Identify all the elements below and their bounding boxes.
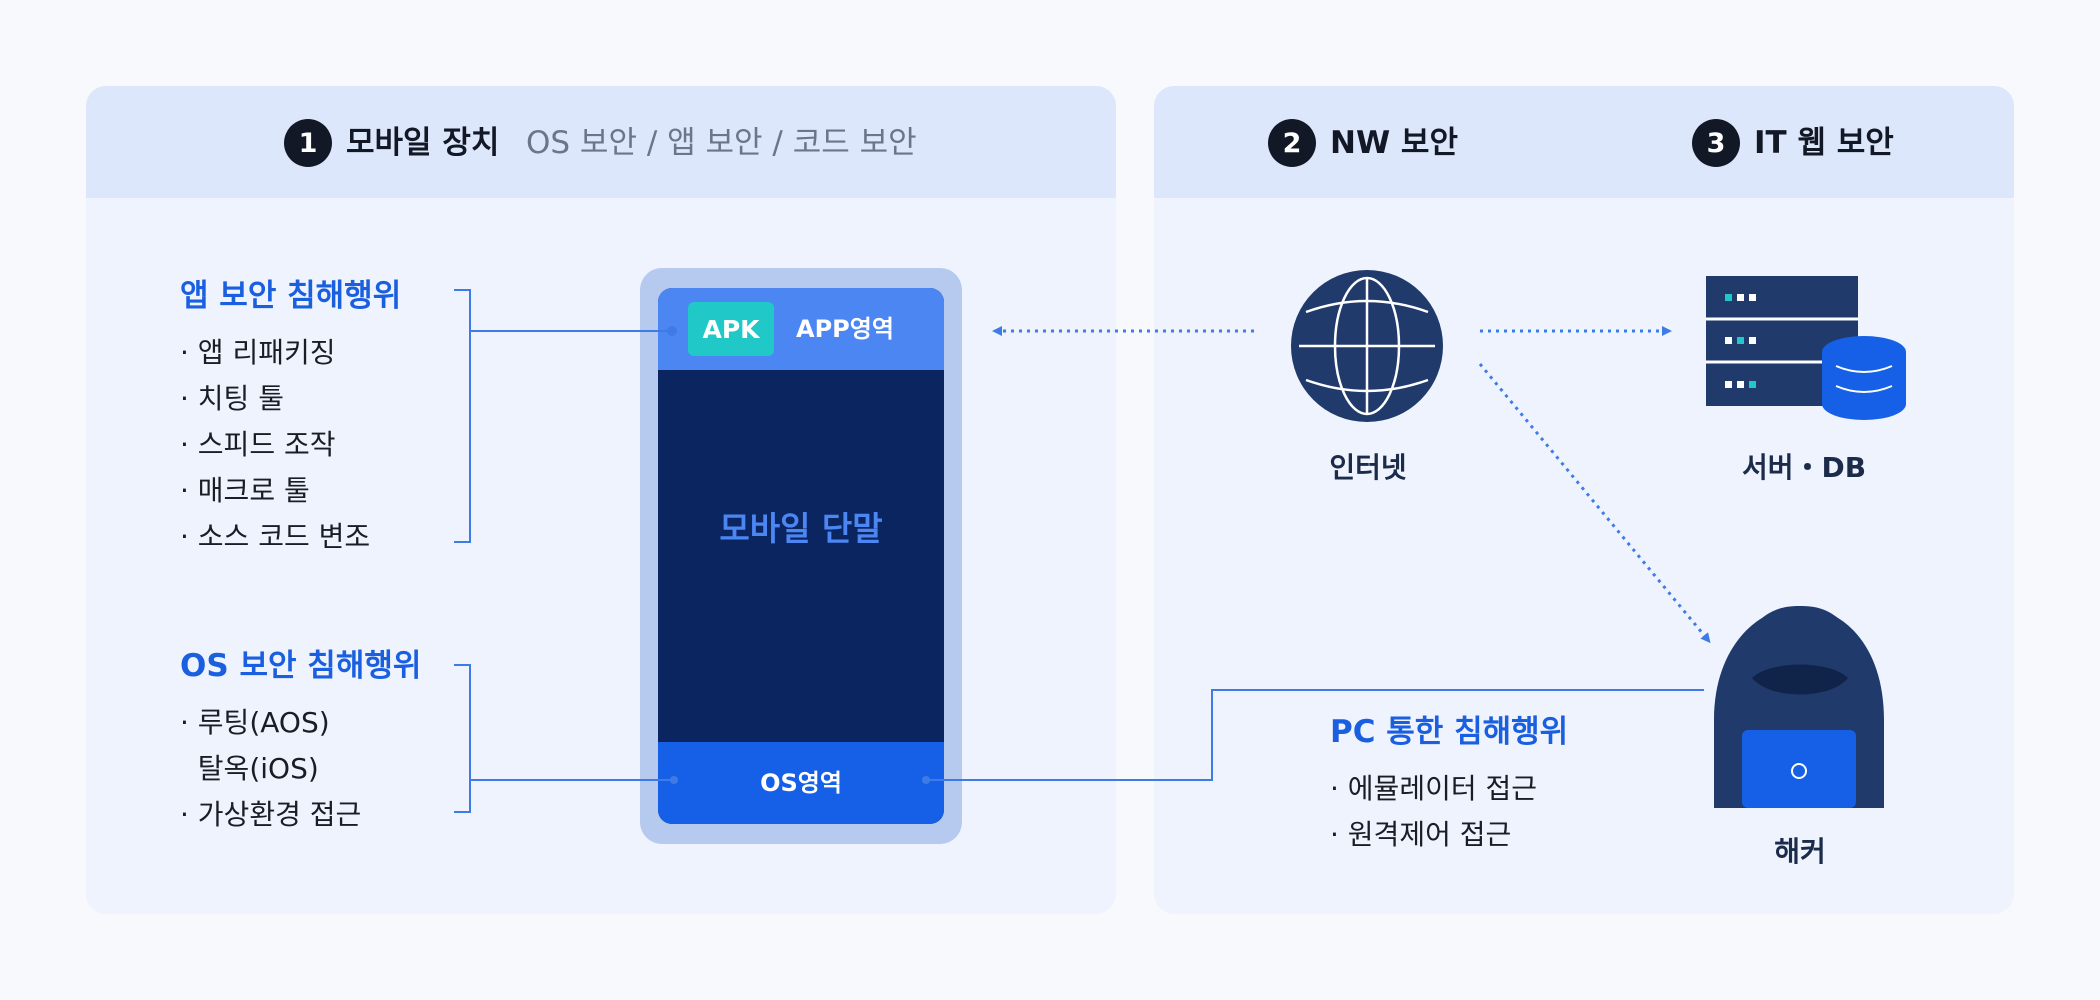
pc-attacks-list: · 에뮬레이터 접근 · 원격제어 접근 [1330,766,1537,858]
hooded-hacker-icon [1714,606,1884,808]
section-1-number-badge: 1 [284,119,332,167]
mobile-device-screen: APK APP영역 모바일 단말 OS영역 [658,288,944,824]
internet-label: 인터넷 [1329,451,1407,484]
os-attacks-bracket [454,664,678,813]
list-item: · 소스 코드 변조 [180,520,371,553]
os-area-label: OS영역 [760,769,842,797]
mobile-device-label: 모바일 단말 [719,509,883,548]
section-3-title: IT 웹 보안 [1754,125,1894,161]
list-item: · 원격제어 접근 [1330,818,1512,851]
apk-badge: APK [688,302,774,356]
pc-attack-connector [922,689,1704,784]
section-3-number-badge: 3 [1692,119,1740,167]
app-attacks-bracket [454,289,677,543]
mobile-device-panel-header [86,86,1116,198]
list-item: · 가상환경 접근 [180,798,362,831]
app-attacks-title: 앱 보안 침해행위 [180,278,402,314]
list-item: · 치팅 툴 [180,382,284,415]
list-item: · 스피드 조작 [180,428,336,461]
list-item: · 에뮬레이터 접근 [1330,772,1538,805]
section-1-subtitle: OS 보안 / 앱 보안 / 코드 보안 [526,125,917,161]
app-area-label: APP영역 [796,315,894,343]
section-2-number-badge: 2 [1268,119,1316,167]
app-attacks-list: · 앱 리패키징 · 치팅 툴 · 스피드 조작 · 매크로 툴 · 소스 코드… [180,330,370,560]
section-1-title: 모바일 장치 [346,125,500,161]
list-item: · 루팅(AOS) [180,706,330,739]
os-attacks-list: · 루팅(AOS) 탈옥(iOS) · 가상환경 접근 [180,700,361,838]
list-item: · 앱 리패키징 [180,336,336,369]
database-icon [1822,336,1906,420]
app-area-band: APK APP영역 [658,288,944,370]
os-attacks-title: OS 보안 침해행위 [180,648,422,684]
server-db-label: 서버・DB [1741,451,1867,484]
internet-to-hacker-arrow [1478,363,1711,644]
section-2-title: NW 보안 [1330,125,1458,161]
globe-icon [1291,270,1443,422]
list-item: 탈옥(iOS) [180,752,319,785]
os-area-band: OS영역 [658,742,944,824]
hacker-label: 해커 [1774,835,1826,868]
pc-attacks-title: PC 통한 침해행위 [1330,714,1569,750]
list-item: · 매크로 툴 [180,474,310,507]
